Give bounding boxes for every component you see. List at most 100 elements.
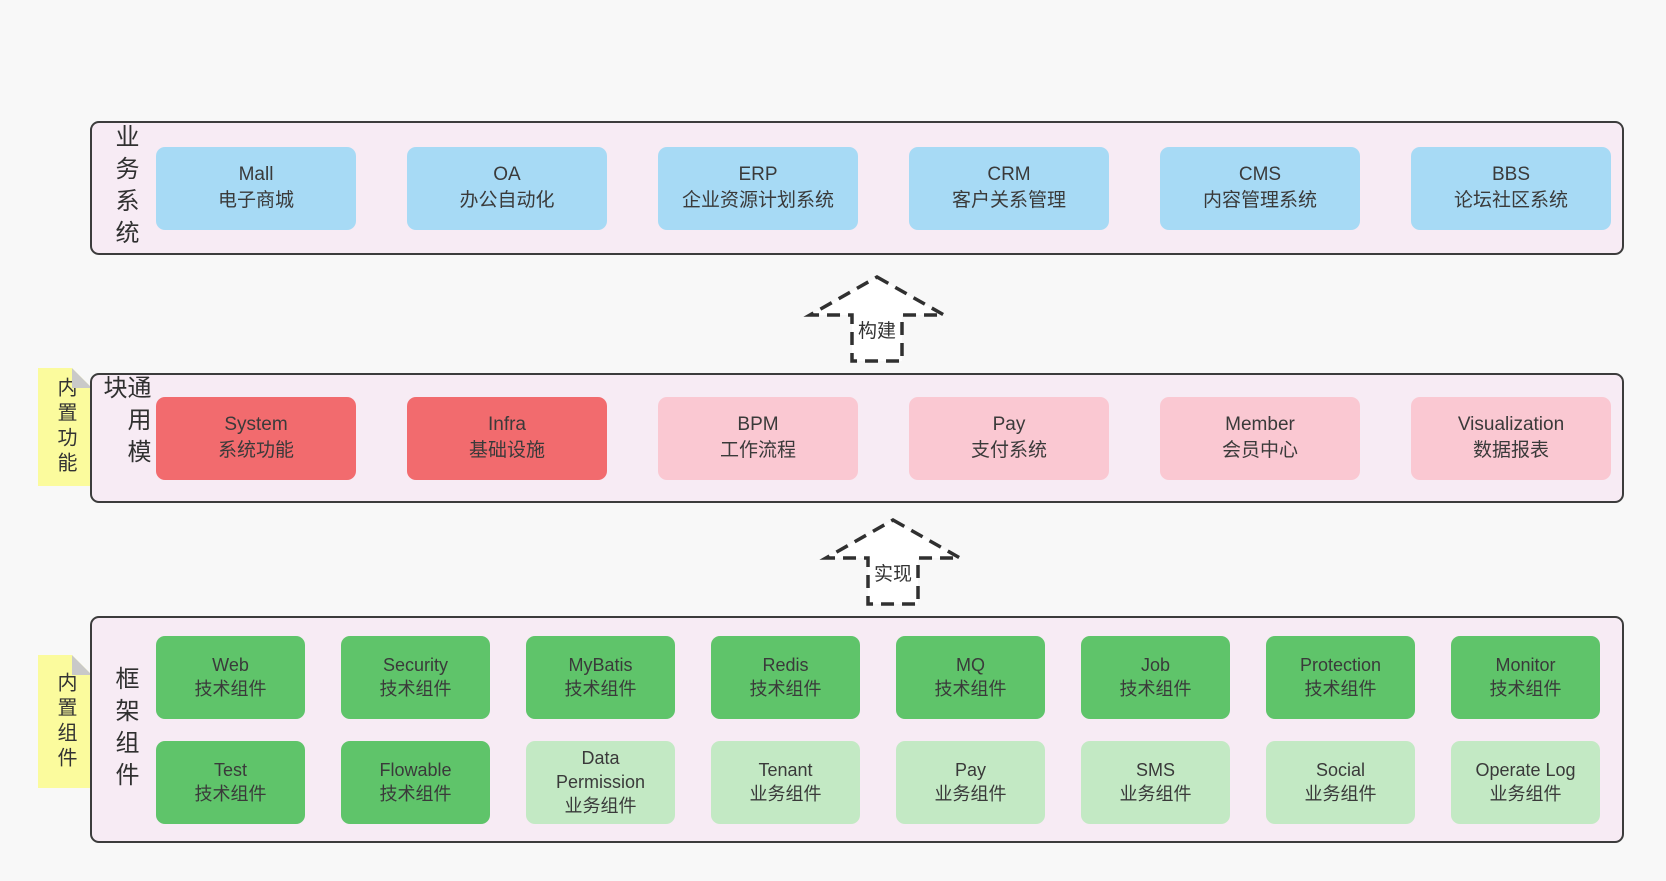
- layer-common-modules-label: 通用模块: [99, 375, 150, 471]
- box-desc: 系统功能: [217, 440, 294, 461]
- box-desc: 业务组件: [564, 796, 637, 816]
- box-social: Social 业务组件: [1266, 740, 1415, 824]
- box-name: Test: [213, 760, 247, 780]
- box-desc: 企业资源计划系统: [681, 190, 834, 211]
- box-desc: 办公自动化: [459, 190, 555, 211]
- arrow-build-label: 构建: [857, 321, 896, 342]
- box-sms: SMS 业务组件: [1081, 740, 1230, 824]
- box-desc: 业务组件: [749, 784, 822, 804]
- box-member: Member 会员中心: [1160, 396, 1360, 480]
- box-name: Protection: [1299, 655, 1382, 675]
- box-name: Redis: [762, 655, 809, 675]
- box-name: ERP: [738, 164, 778, 185]
- box-desc: 业务组件: [1304, 784, 1377, 804]
- up-block-arrow-icon: [819, 517, 967, 606]
- box-tenant: Tenant 业务组件: [711, 740, 860, 824]
- box-desc: 技术组件: [379, 679, 452, 699]
- box-desc: 技术组件: [1119, 679, 1192, 699]
- box-desc: 工作流程: [719, 440, 796, 461]
- box-desc: 技术组件: [379, 784, 452, 804]
- box-system: System 系统功能: [156, 396, 356, 480]
- box-flowable: Flowable 技术组件: [341, 740, 490, 824]
- box-name: Social: [1315, 760, 1366, 780]
- framework-row-biz: Test 技术组件 Flowable 技术组件 Data Permission …: [156, 740, 1600, 824]
- box-desc: 支付系统: [970, 440, 1047, 461]
- box-desc: 内容管理系统: [1202, 190, 1317, 211]
- box-monitor: Monitor 技术组件: [1451, 635, 1600, 719]
- arrow-implement-label: 实现: [873, 564, 912, 585]
- box-desc: 技术组件: [1489, 679, 1562, 699]
- box-data-permission: Data Permission 业务组件: [526, 740, 675, 824]
- box-desc: 论坛社区系统: [1453, 190, 1568, 211]
- layer-business-systems: 业务系统 Mall 电子商城 OA 办公自动化 ERP 企业资源计划系统 CRM…: [90, 121, 1624, 255]
- box-desc: 技术组件: [194, 679, 267, 699]
- layer-common-modules: 通用模块 System 系统功能 Infra 基础设施 BPM 工作流程 Pay…: [90, 373, 1624, 503]
- box-name: Monitor: [1495, 655, 1556, 675]
- layer-framework-components-label: 框架组件: [111, 665, 138, 794]
- box-name: MyBatis: [568, 655, 633, 675]
- up-block-arrow-icon: [803, 274, 951, 363]
- box-mybatis: MyBatis 技术组件: [526, 635, 675, 719]
- box-name: System: [224, 414, 288, 435]
- box-desc: 业务组件: [1119, 784, 1192, 804]
- sticky-note-built-in-features: 内置功能: [38, 368, 92, 486]
- box-desc: 客户关系管理: [951, 190, 1066, 211]
- layer-label-wrap: 业务系统: [102, 123, 146, 253]
- box-security: Security 技术组件: [341, 635, 490, 719]
- box-name: Web: [212, 655, 249, 675]
- box-name: Member: [1225, 414, 1295, 435]
- sticky-built-in-components-label: 内置组件: [54, 671, 76, 772]
- layer-label-wrap: 通用模块: [99, 375, 150, 501]
- box-oa: OA 办公自动化: [407, 146, 607, 230]
- box-redis: Redis 技术组件: [711, 635, 860, 719]
- box-desc: 电子商城: [217, 190, 294, 211]
- box-job: Job 技术组件: [1081, 635, 1230, 719]
- box-desc: 技术组件: [934, 679, 1007, 699]
- sticky-note-built-in-components: 内置组件: [38, 655, 92, 788]
- box-name: Security: [382, 655, 449, 675]
- sticky-fold-corner-icon: [72, 368, 92, 388]
- layer-label-wrap: 框架组件: [102, 618, 146, 841]
- box-operate-log: Operate Log 业务组件: [1451, 740, 1600, 824]
- box-desc: 会员中心: [1221, 440, 1298, 461]
- box-name: Operate Log: [1475, 760, 1576, 780]
- box-name: Job: [1140, 655, 1171, 675]
- box-infra: Infra 基础设施: [407, 396, 607, 480]
- business-boxes-row: Mall 电子商城 OA 办公自动化 ERP 企业资源计划系统 CRM 客户关系…: [156, 123, 1611, 253]
- box-pay-component: Pay 业务组件: [896, 740, 1045, 824]
- box-name: Flowable: [379, 760, 452, 780]
- box-cms: CMS 内容管理系统: [1160, 146, 1360, 230]
- box-name: CMS: [1238, 164, 1282, 185]
- sticky-built-in-features-label: 内置功能: [54, 377, 76, 477]
- box-bbs: BBS 论坛社区系统: [1411, 146, 1611, 230]
- layer-framework-components: 框架组件 Web 技术组件 Security 技术组件 MyBatis 技术组件…: [90, 616, 1624, 843]
- box-desc: 业务组件: [1489, 784, 1562, 804]
- arrow-build: 构建: [803, 274, 951, 364]
- box-name: SMS: [1135, 760, 1175, 780]
- box-erp: ERP 企业资源计划系统: [658, 146, 858, 230]
- sticky-fold-corner-icon: [72, 655, 92, 675]
- box-bpm: BPM 工作流程: [658, 396, 858, 480]
- box-name: Tenant: [758, 760, 813, 780]
- framework-row-tech: Web 技术组件 Security 技术组件 MyBatis 技术组件 Redi…: [156, 635, 1600, 719]
- box-name: Pay: [992, 414, 1026, 435]
- box-name: Visualization: [1457, 414, 1565, 435]
- box-mq: MQ 技术组件: [896, 635, 1045, 719]
- box-desc: 基础设施: [468, 440, 545, 461]
- box-name: Data Permission: [555, 748, 646, 792]
- layer-business-systems-label: 业务系统: [111, 124, 138, 252]
- box-web: Web 技术组件: [156, 635, 305, 719]
- box-desc: 技术组件: [194, 784, 267, 804]
- box-crm: CRM 客户关系管理: [909, 146, 1109, 230]
- box-pay-module: Pay 支付系统: [909, 396, 1109, 480]
- box-desc: 技术组件: [749, 679, 822, 699]
- box-name: OA: [493, 164, 521, 185]
- box-name: Pay: [954, 760, 987, 780]
- box-desc: 技术组件: [1304, 679, 1377, 699]
- box-name: BBS: [1491, 164, 1531, 185]
- modules-boxes-row: System 系统功能 Infra 基础设施 BPM 工作流程 Pay 支付系统…: [156, 375, 1611, 501]
- box-name: MQ: [956, 655, 985, 675]
- box-desc: 技术组件: [564, 679, 637, 699]
- box-visualization: Visualization 数据报表: [1411, 396, 1611, 480]
